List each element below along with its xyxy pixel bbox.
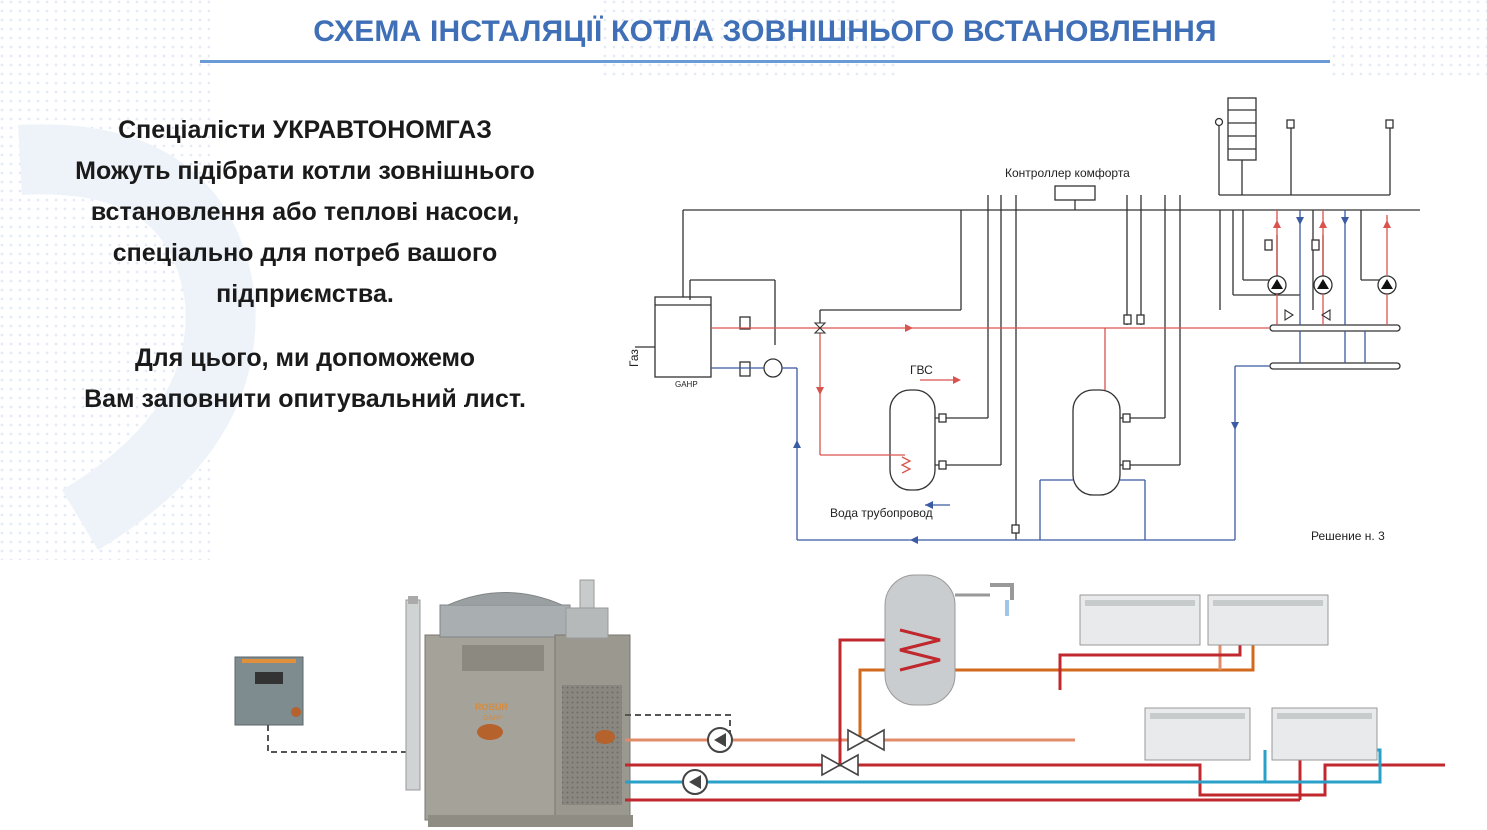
installation-illustration: ROBUR GAHP — [234, 574, 1445, 827]
radiator — [1144, 707, 1251, 761]
controller-label: Контроллер комфорта — [1005, 166, 1130, 180]
intro-line: встановлення або теплові насоси, — [90, 198, 520, 226]
paragraph-gap — [20, 315, 590, 338]
dhw-cylinder — [884, 574, 1014, 706]
page-title: СХЕМА ІНСТАЛЯЦІЇ КОТЛА ЗОВНІШНЬОГО ВСТАН… — [313, 15, 1217, 48]
unit-model-label: GAHP — [483, 715, 503, 722]
intro-line: Для цього, ми допоможемо — [135, 344, 475, 372]
radiator — [1271, 707, 1378, 761]
intro-text-block: Спеціалісти УКРАВТОНОМГАЗ Можуть підібра… — [20, 110, 590, 420]
control-panel — [234, 656, 304, 726]
dhw-label: ГВС — [910, 363, 933, 377]
installation-schematic: Контроллер комфорта Газ GAHP ГВС Вода тр… — [627, 97, 1420, 544]
title-underline — [200, 60, 1330, 63]
radiator — [1079, 594, 1201, 646]
intro-line-company: Спеціалісти УКРАВТОНОМГАЗ — [118, 116, 492, 144]
water-pipeline-label: Вода трубопровод — [830, 506, 933, 520]
gahp-unit: ROBUR GAHP — [424, 579, 633, 827]
solution-label: Решение н. 3 — [1311, 529, 1385, 543]
gas-label: Газ — [627, 349, 641, 367]
gahp-unit-label: GAHP — [675, 380, 698, 389]
intro-line: Вам заповнити опитувальний лист. — [84, 385, 526, 413]
radiator — [1207, 594, 1329, 646]
unit-brand-label: ROBUR — [475, 702, 508, 712]
intro-line: підприємства. — [216, 280, 394, 308]
intro-line: Можуть підібрати котли зовнішнього — [75, 157, 535, 185]
intro-line: спеціально для потреб вашого — [112, 239, 498, 267]
